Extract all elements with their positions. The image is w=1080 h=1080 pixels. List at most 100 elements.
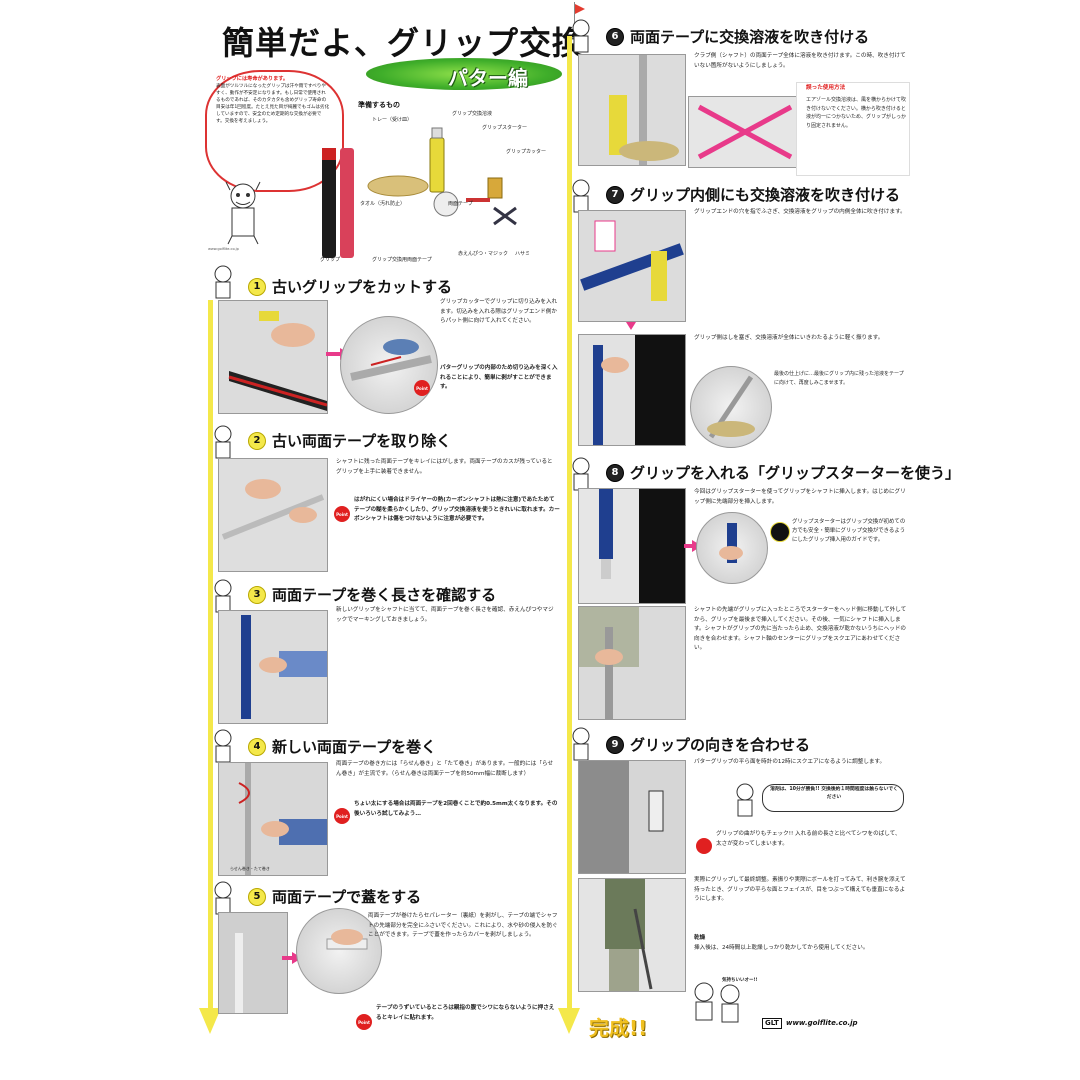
step2-point-badge: Point bbox=[334, 506, 350, 522]
step5-photo bbox=[218, 912, 288, 1014]
step3-heading: 3 両面テープを巻く長さを確認する bbox=[248, 584, 496, 605]
prep-item-grip: グリップ bbox=[320, 257, 341, 263]
prep-item-solvent: グリップ交換溶液 bbox=[452, 111, 493, 117]
step5-point-text: テープのうずいているところは親指の腹でシワにならないように押さえるとキレイに貼れ… bbox=[376, 1005, 555, 1021]
step1-photo bbox=[218, 300, 328, 414]
step8-number: 8 bbox=[606, 463, 624, 482]
right-timeline-arrow-icon bbox=[558, 1008, 580, 1034]
step6-wrong-title: 誤った使用方法 bbox=[806, 85, 846, 91]
step7-mascot-icon bbox=[572, 179, 590, 213]
subtitle-ellipse bbox=[366, 58, 562, 90]
footer-small-bubble: 気持ちいいオー!! bbox=[722, 978, 758, 983]
right-timeline bbox=[567, 36, 572, 1011]
step4-point-badge: Point bbox=[334, 808, 350, 824]
step5-title: 両面テープで蓋をする bbox=[272, 888, 422, 906]
step5-arrow-stem bbox=[282, 956, 292, 960]
prep-item-towel: タオル（汚れ防止） bbox=[360, 201, 406, 207]
step5-mascot-icon bbox=[214, 881, 232, 915]
step3-mascot-icon bbox=[214, 579, 232, 613]
step5-text: 両面テープが巻けたらセパレーター（裏紙）を剥がし、テープの端でシャフトの先端部分… bbox=[368, 913, 558, 938]
prep-item-scissors: ハサミ bbox=[515, 251, 531, 257]
step8-photo bbox=[578, 488, 686, 604]
done-label: 完成!! bbox=[589, 1016, 648, 1040]
step7-heading: 7 グリップ内側にも交換溶液を吹き付ける bbox=[606, 184, 900, 205]
step3-photo bbox=[218, 610, 328, 724]
step9-text-2: 実際にグリップして最終調整。素振りや実際にボールを打ってみて、利き腕を添えて持っ… bbox=[694, 877, 906, 902]
step2-heading: 2 古い両面テープを取り除く bbox=[248, 430, 451, 451]
step8-tip-text: グリップスターターはグリップ交換が初めての方でも安全・簡単にグリップ交換ができる… bbox=[792, 519, 906, 543]
step2-number: 2 bbox=[248, 431, 266, 450]
step7-note: 最後の仕上げに…最後にグリップ内に残った溶液をテープに向けて、再度しみこませます… bbox=[774, 371, 904, 386]
step4-heading: 4 新しい両面テープを巻く bbox=[248, 736, 436, 757]
step8-mascot-icon bbox=[572, 457, 590, 491]
step1-heading: 1 古いグリップをカットする bbox=[248, 276, 452, 297]
step6-mascot-icon bbox=[572, 19, 590, 53]
footer-url[interactable]: www.golflite.co.jp bbox=[786, 1019, 858, 1027]
page-subtitle: パター編 bbox=[448, 66, 528, 90]
step7-photo-2 bbox=[578, 334, 686, 446]
step8-photo-2 bbox=[578, 606, 686, 720]
step7-circle-photo bbox=[690, 366, 772, 448]
intro-bubble-title: グリップには寿命があります。 bbox=[216, 76, 289, 82]
step8-text: 今回はグリップスターターを使ってグリップをシャフトに挿入します。はじめにグリップ… bbox=[694, 489, 906, 505]
step1-point-text: パターグリップの内部のため切り込みを深く入れることにより、簡単に剥がすことができ… bbox=[440, 365, 558, 390]
step7-photo bbox=[578, 210, 686, 322]
prep-item-marker: 赤えんぴつ・マジック bbox=[458, 251, 509, 257]
step2-photo bbox=[218, 458, 328, 572]
step5-circle-photo bbox=[296, 908, 382, 994]
step9-heading: 9 グリップの向きを合わせる bbox=[606, 734, 810, 755]
prep-item-cutter: グリップカッター bbox=[506, 149, 547, 155]
intro-bubble-text: グリップには寿命があります。 表面がツルツルになったグリップは汗や雨ですべりやす… bbox=[216, 76, 330, 125]
intro-bubble-body: 表面がツルツルになったグリップは汗や雨ですべりやすく、動作が不安定になります。も… bbox=[216, 84, 330, 124]
step9-mascot-small-icon bbox=[736, 783, 754, 817]
step4-text: 両面テープの巻き方には「らせん巻き」と「たて巻き」があります。一般的には「らせん… bbox=[336, 761, 554, 777]
step6-wrong-text: エアゾール交換溶液は、風を横からかけて吹き付けないでください。横から吹き付けると… bbox=[806, 97, 907, 129]
step4-mascot-icon bbox=[214, 729, 232, 763]
step9-photo bbox=[578, 760, 686, 874]
step6-wrong-box bbox=[796, 82, 910, 176]
prep-items-illustration bbox=[322, 127, 517, 258]
step9-text: パターグリップの平ら面を時計の12時にスクエアになるように調整します。 bbox=[694, 759, 886, 765]
step7-text: グリップエンドの穴を指でふさぎ、交換溶液をグリップの内側全体に吹き付けます。 bbox=[694, 209, 906, 215]
step2-mascot-icon bbox=[214, 425, 232, 459]
step1-text: グリップカッターでグリップに切り込みを入れます。切込みを入れる際はグリップエンド… bbox=[440, 299, 558, 324]
step2-text: シャフトに残った両面テープをキレイにはがします。両面テープのカスが残っているとグ… bbox=[336, 459, 553, 475]
flag-icon bbox=[575, 4, 585, 14]
step6-wrong-photo bbox=[688, 96, 802, 168]
intro-bubble bbox=[205, 70, 344, 192]
step9-point-badge bbox=[696, 838, 712, 854]
page-title: 簡単だよ、グリップ交換 bbox=[222, 24, 586, 62]
prep-title: 準備するもの bbox=[358, 101, 400, 109]
step1-number: 1 bbox=[248, 277, 266, 296]
step9-mascot-icon bbox=[572, 727, 590, 761]
prof-caption: www.golflite.co.jp bbox=[208, 247, 239, 251]
footer-logo: GLT bbox=[762, 1018, 782, 1029]
step3-text: 新しいグリップをシャフトに当てて、両面テープを巻く長さを確認、赤えんぴつやマジッ… bbox=[336, 607, 554, 623]
step7-text-2: グリップ側はしを塞ぎ、交換溶液が全体にいきわたるように軽く振ります。 bbox=[694, 335, 884, 341]
step9-balloon-text: 溶剤は、10分が勝負!! 交換後約１時間程度は触らないでください bbox=[770, 787, 898, 800]
step9-photo-2 bbox=[578, 878, 686, 992]
step9-title: グリップの向きを合わせる bbox=[630, 736, 811, 754]
step9-caution-text: 挿入後は、24時間以上乾燥しっかり乾かしてから使用してください。 bbox=[694, 945, 869, 951]
professor-mascot-icon bbox=[225, 181, 261, 245]
step6-title: 両面テープに交換溶液を吹き付ける bbox=[630, 28, 870, 46]
step4-photo bbox=[218, 762, 328, 876]
step4-title: 新しい両面テープを巻く bbox=[272, 738, 437, 756]
step1-mascot-icon bbox=[214, 265, 232, 299]
step9-caution-title: 乾燥 bbox=[694, 935, 706, 941]
step8-heading: 8 グリップを入れる「グリップスターターを使う」 bbox=[606, 462, 960, 483]
step8-tip-badge-icon bbox=[770, 522, 790, 542]
step6-text: クラブ側（シャフト）の両面テープ全体に溶液を吹き付けます。この時、吹き付けていな… bbox=[694, 53, 906, 69]
step5-point-badge: Point bbox=[356, 1014, 372, 1030]
step4-number: 4 bbox=[248, 737, 266, 756]
step1-arrow-stem bbox=[326, 352, 340, 356]
step8-circle-photo bbox=[696, 512, 768, 584]
step1-circle-photo bbox=[340, 316, 438, 414]
step6-heading: 6 両面テープに交換溶液を吹き付ける bbox=[606, 26, 869, 47]
step1-point-badge: Point bbox=[414, 380, 430, 396]
step5-number: 5 bbox=[248, 887, 266, 906]
prep-item-starter: グリップスターター bbox=[482, 125, 528, 131]
step9-check-text: グリップの曲がりもチェック!! 入れる前の長さと比べてシワをのばして、太さが変わ… bbox=[716, 831, 901, 847]
step4-photo-caption: らせん巻き・たて巻き bbox=[230, 866, 270, 871]
step9-number: 9 bbox=[606, 735, 624, 754]
